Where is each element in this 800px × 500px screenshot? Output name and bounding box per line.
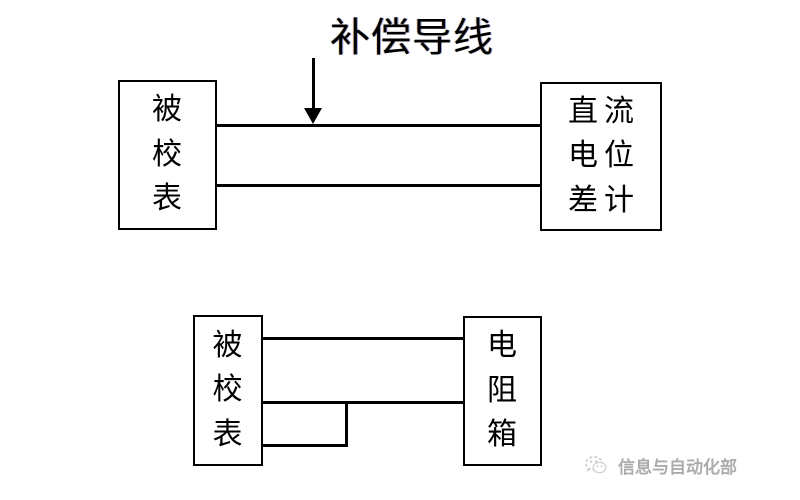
block-char: 校 xyxy=(152,136,183,172)
wire-bottom-middle xyxy=(260,401,466,404)
wire-top-lower xyxy=(214,184,543,187)
wire-top-upper xyxy=(214,124,543,127)
block-char: 被 xyxy=(212,327,244,363)
jumper-vertical-segment xyxy=(345,401,348,447)
block-char: 表 xyxy=(152,181,183,217)
block-char: 表 xyxy=(212,416,244,452)
annotation-arrow-shaft xyxy=(312,58,315,110)
compensating-wire-label: 补偿导线 xyxy=(330,15,494,61)
block-char: 电 xyxy=(487,328,518,364)
block-dc-potentiometer: 直流 电位 差计 xyxy=(540,82,662,231)
block-device-under-test-bottom: 被 校 表 xyxy=(193,315,263,466)
block-char: 差计 xyxy=(568,182,640,218)
down-arrow-icon xyxy=(304,108,322,124)
watermark-text: 信息与自动化部 xyxy=(618,457,737,478)
block-char: 被 xyxy=(152,92,183,128)
block-char: 校 xyxy=(212,372,244,408)
block-char: 箱 xyxy=(487,417,518,453)
watermark: 信息与自动化部 xyxy=(583,452,737,478)
jumper-bottom-segment xyxy=(260,444,348,447)
wechat-logo-icon xyxy=(583,452,609,478)
wire-bottom-upper xyxy=(260,337,466,340)
block-char: 阻 xyxy=(487,372,518,408)
block-char: 直流 xyxy=(568,93,640,129)
block-char: 电位 xyxy=(568,138,640,174)
block-resistance-box: 电 阻 箱 xyxy=(463,316,542,466)
block-device-under-test-top: 被 校 表 xyxy=(118,80,217,230)
